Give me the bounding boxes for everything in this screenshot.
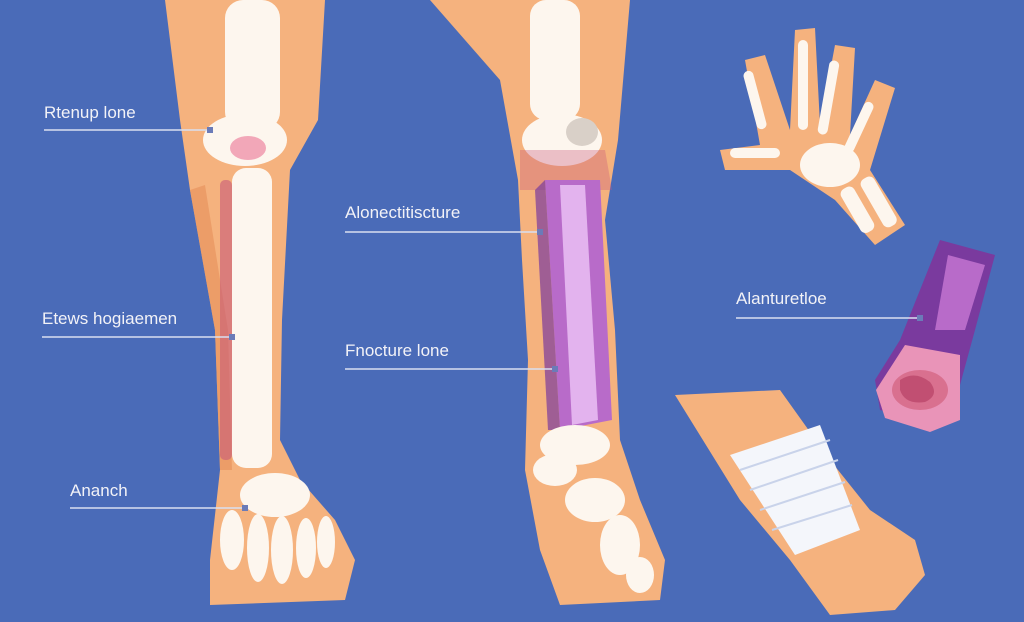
- label-foot: Ananch: [70, 481, 128, 500]
- label-fracture-upper: Alonectitiscture: [345, 203, 461, 222]
- label-cross-section: Alanturetloe: [736, 289, 827, 308]
- hand-bones-icon: [720, 28, 905, 245]
- leg-with-bones-icon: [165, 0, 355, 605]
- leader-lines: [42, 129, 920, 509]
- label-fracture-bone: Fnocture lone: [345, 341, 449, 360]
- label-upper-bone: Rtenup lone: [44, 103, 136, 122]
- leader-endpoints: [207, 127, 923, 511]
- leg-with-fracture-icon: [430, 0, 665, 605]
- bandaged-wrist-icon: [675, 390, 925, 615]
- bone-cross-section-icon: [875, 240, 995, 432]
- label-mid-leg: Etews hogiaemen: [42, 309, 178, 328]
